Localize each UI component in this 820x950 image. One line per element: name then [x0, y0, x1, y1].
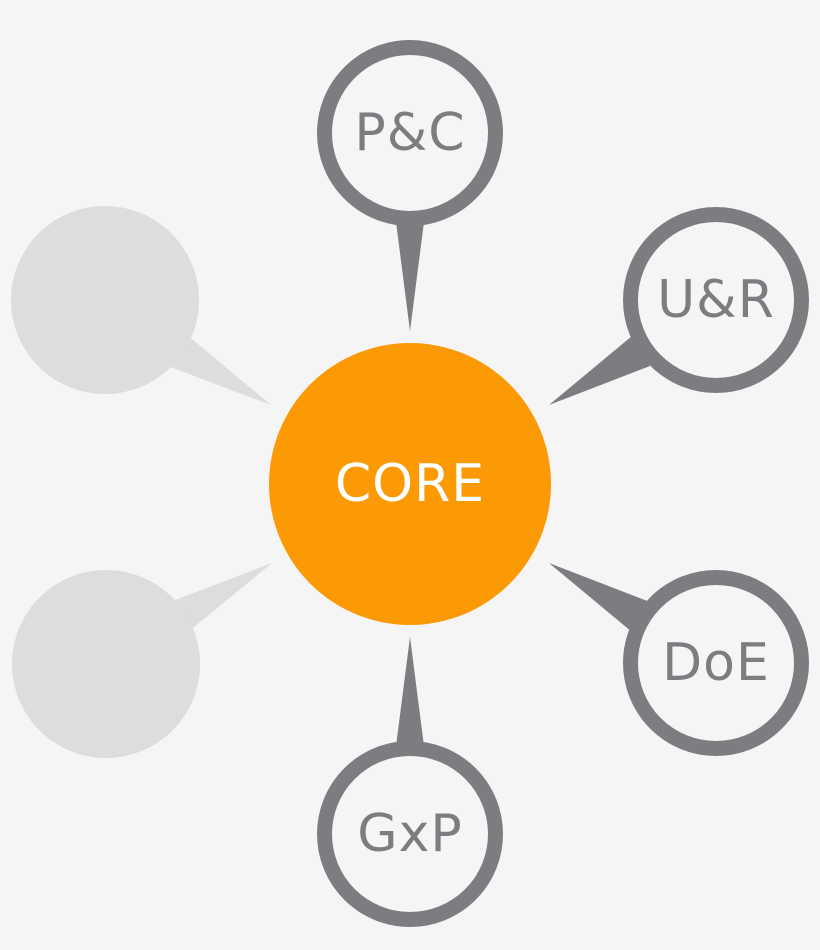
core-label: CORE [335, 454, 485, 514]
pointer-tail [396, 222, 424, 331]
node-label-pc: P&C [354, 103, 465, 163]
placeholder-bubble-lower-left [12, 563, 272, 758]
pointer-tail [549, 336, 650, 405]
placeholder-circle [11, 206, 199, 394]
node-ring [317, 40, 503, 226]
placeholder-layer [11, 206, 272, 758]
core-node: CORE [269, 343, 551, 625]
pointer-tail [168, 334, 271, 405]
node-ring [623, 570, 809, 756]
node-ring [317, 741, 503, 927]
node-bubble-ur: U&R [549, 207, 809, 405]
node-ring [623, 207, 809, 393]
pointer-tail [549, 563, 650, 632]
node-bubble-pc: P&C [317, 40, 503, 331]
pointer-tail [170, 563, 272, 632]
node-bubble-doe: DoE [549, 563, 809, 756]
node-label-gxp: GxP [357, 804, 462, 864]
pointer-tail [396, 637, 424, 746]
node-bubble-gxp: GxP [317, 637, 503, 927]
placeholder-bubble-upper-left [11, 206, 271, 405]
node-label-ur: U&R [657, 270, 775, 330]
placeholder-circle [12, 570, 200, 758]
nodes-layer: P&C U&R DoE GxP [317, 40, 809, 927]
node-label-doe: DoE [662, 633, 770, 693]
core-circle [269, 343, 551, 625]
